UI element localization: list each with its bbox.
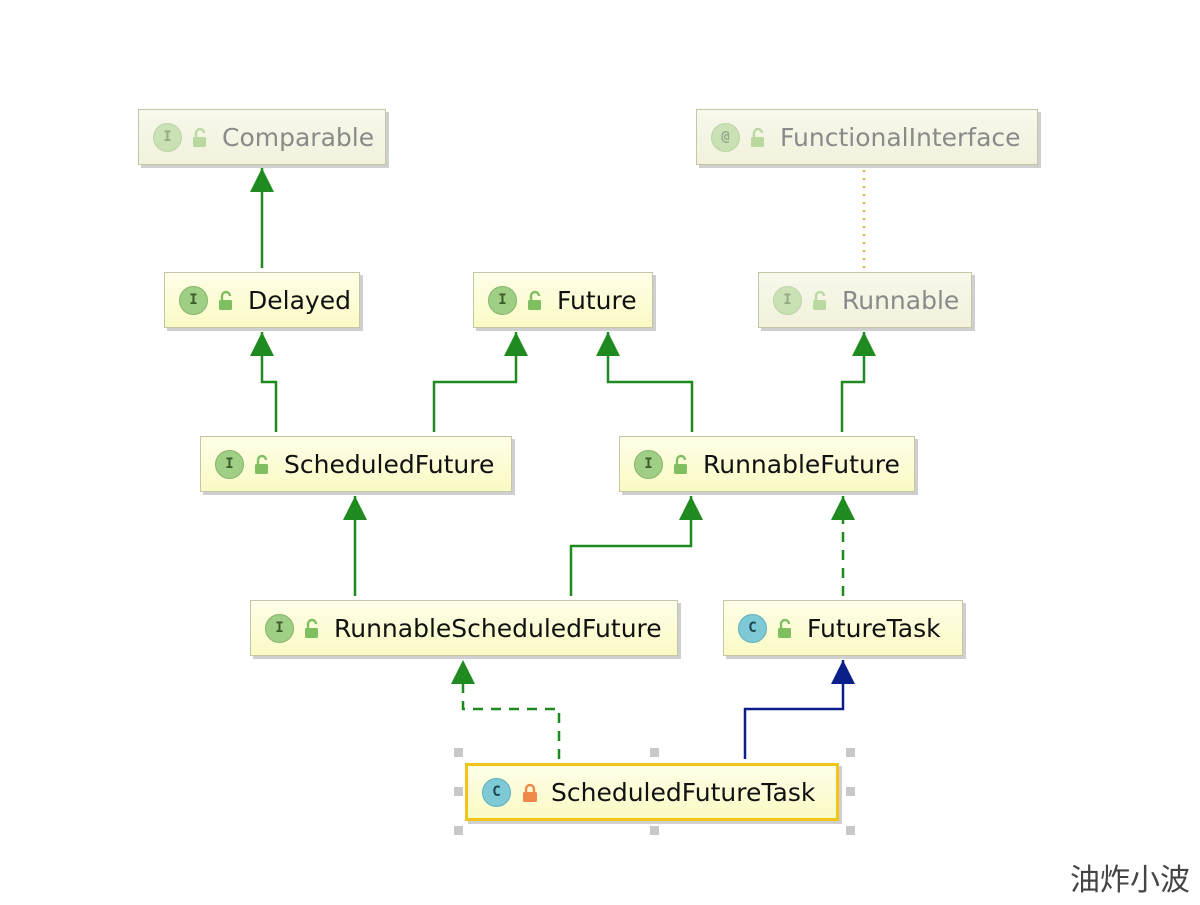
- arrowhead: [852, 332, 876, 356]
- selection-handle[interactable]: [650, 826, 659, 835]
- node-functional-interface[interactable]: @ FunctionalInterface: [696, 109, 1038, 165]
- selection-handle[interactable]: [846, 787, 855, 796]
- selection-handle[interactable]: [454, 787, 463, 796]
- unlocked-icon: [190, 126, 212, 148]
- class-icon: C: [738, 613, 767, 643]
- node-runnable[interactable]: I Runnable: [758, 272, 972, 328]
- selection-handle[interactable]: [846, 826, 855, 835]
- unlocked-icon: [671, 453, 693, 475]
- edge-scheduledfuture-delayed: [250, 332, 278, 432]
- node-label: RunnableFuture: [703, 449, 900, 479]
- arrowhead: [596, 332, 620, 356]
- node-scheduled-future[interactable]: I ScheduledFuture: [200, 436, 512, 492]
- interface-icon: I: [215, 449, 244, 479]
- interface-icon: I: [488, 285, 517, 315]
- edge-rsf-runnablefuture: [569, 496, 703, 596]
- node-label: ScheduledFuture: [284, 449, 495, 479]
- node-label: Runnable: [842, 285, 960, 315]
- node-runnable-future[interactable]: I RunnableFuture: [619, 436, 915, 492]
- unlocked-icon: [216, 289, 238, 311]
- selection-handle[interactable]: [454, 748, 463, 757]
- node-label: ScheduledFutureTask: [551, 777, 816, 807]
- unlocked-icon: [302, 617, 324, 639]
- edge-rsf-scheduledfuture: [343, 496, 367, 596]
- unlocked-icon: [252, 453, 274, 475]
- arrowhead: [831, 660, 855, 684]
- watermark: 油炸小波: [1070, 863, 1190, 898]
- edge-runnablefuture-runnable: [840, 332, 876, 432]
- edge-futuretask-runnablefuture: [831, 496, 855, 596]
- selection-handle[interactable]: [650, 748, 659, 757]
- annotation-icon: @: [711, 122, 740, 152]
- node-runnable-scheduled-future[interactable]: I RunnableScheduledFuture: [250, 600, 678, 656]
- unlocked-icon: [775, 617, 797, 639]
- node-label: RunnableScheduledFuture: [334, 613, 662, 643]
- unlocked-icon: [748, 126, 770, 148]
- arrowhead: [343, 496, 367, 520]
- interface-icon: I: [153, 122, 182, 152]
- edge-scheduledfuture-future: [432, 332, 528, 432]
- node-label: Future: [557, 285, 637, 315]
- node-comparable[interactable]: I Comparable: [138, 109, 386, 165]
- node-label: Delayed: [248, 285, 351, 315]
- locked-icon: [519, 781, 541, 803]
- node-future[interactable]: I Future: [473, 272, 653, 328]
- selection-handle[interactable]: [846, 748, 855, 757]
- arrowhead: [250, 332, 274, 356]
- selection-handle[interactable]: [454, 826, 463, 835]
- edge-delayed-comparable: [250, 168, 274, 268]
- edge-sft-futuretask: [743, 660, 855, 759]
- node-delayed[interactable]: I Delayed: [164, 272, 360, 328]
- unlocked-icon: [525, 289, 547, 311]
- node-label: FutureTask: [807, 613, 941, 643]
- edge-sft-rsf: [451, 660, 561, 759]
- node-label: Comparable: [222, 122, 375, 152]
- arrowhead: [504, 332, 528, 356]
- interface-icon: I: [179, 285, 208, 315]
- node-future-task[interactable]: C FutureTask: [723, 600, 963, 656]
- interface-icon: I: [634, 449, 663, 479]
- edge-runnablefuture-future: [596, 332, 694, 432]
- interface-icon: I: [265, 613, 294, 643]
- node-scheduled-future-task[interactable]: C ScheduledFutureTask: [465, 763, 839, 821]
- arrowhead: [250, 168, 274, 192]
- node-label: FunctionalInterface: [780, 122, 1021, 152]
- unlocked-icon: [810, 289, 832, 311]
- arrowhead: [679, 496, 703, 520]
- class-icon: C: [482, 777, 511, 807]
- arrowhead: [451, 660, 475, 684]
- interface-icon: I: [773, 285, 802, 315]
- arrowhead: [831, 496, 855, 520]
